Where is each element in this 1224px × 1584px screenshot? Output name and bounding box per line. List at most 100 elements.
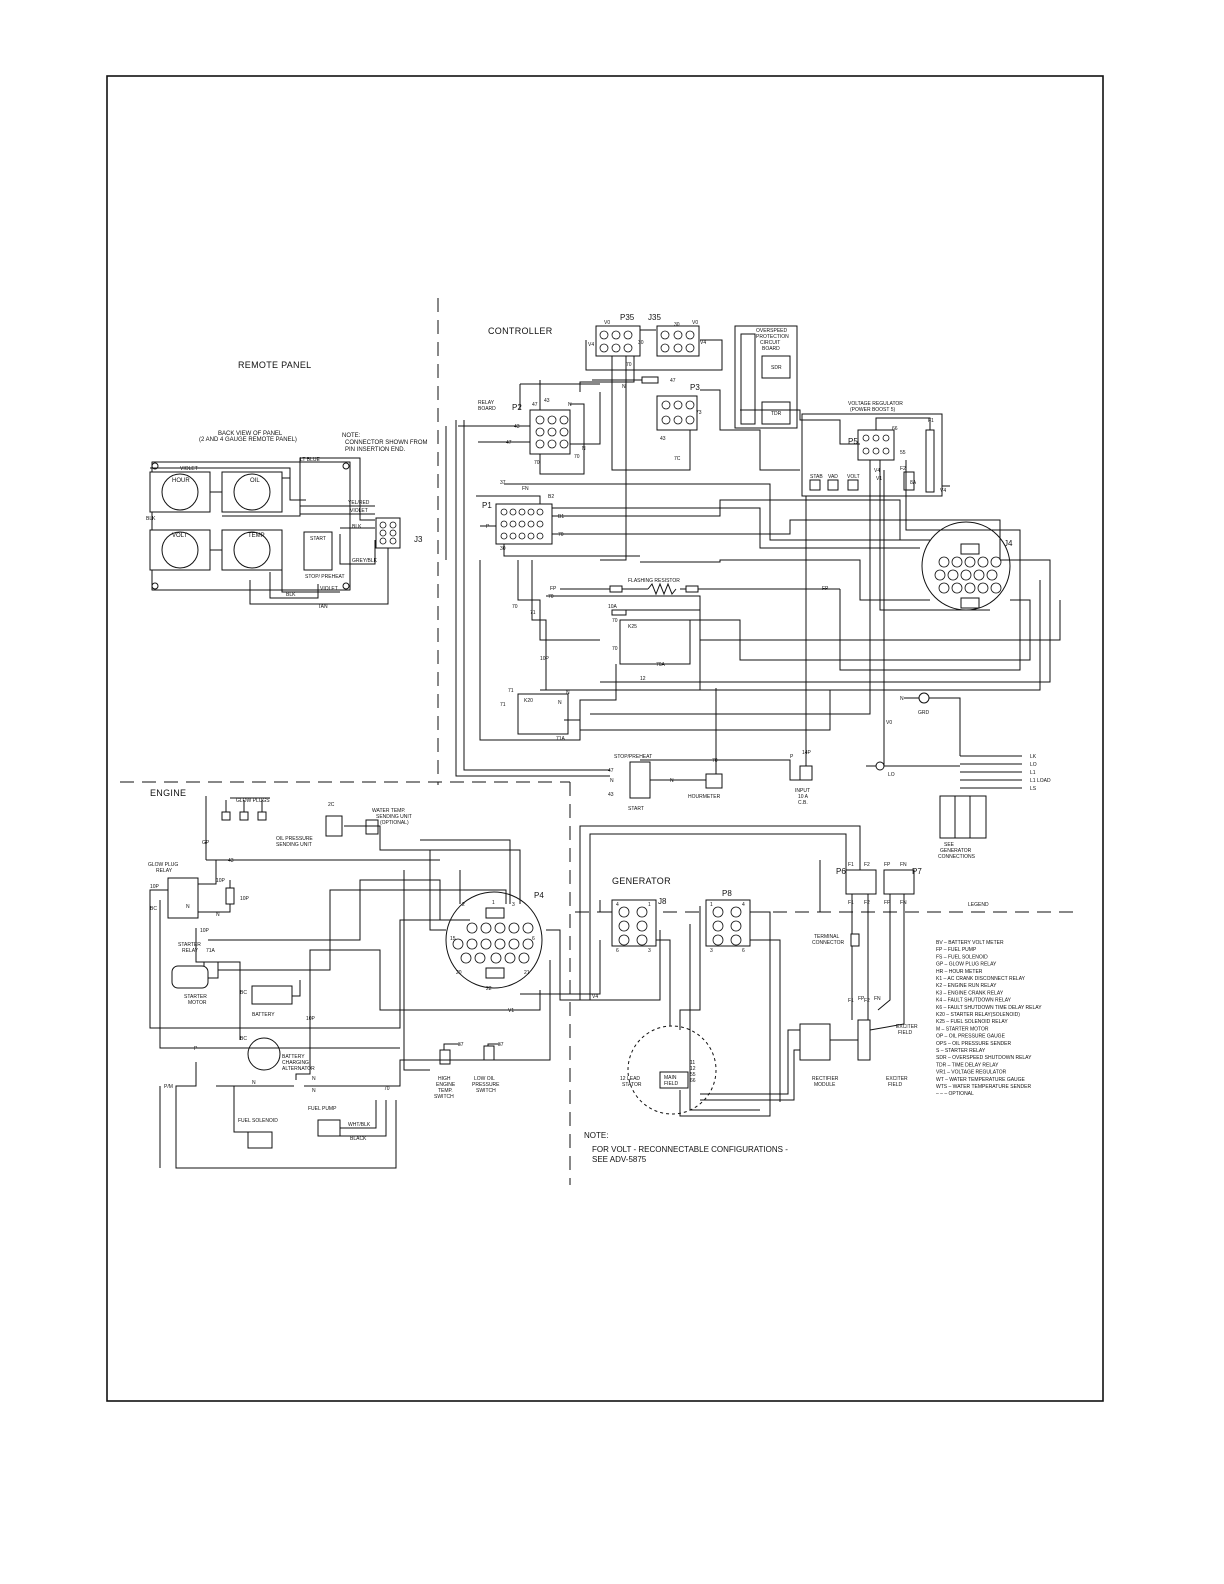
svg-text:(POWER BOOST 5): (POWER BOOST 5): [850, 407, 896, 413]
svg-text:F2: F2: [864, 998, 870, 1004]
svg-text:SEE: SEE: [944, 842, 955, 848]
svg-text:1: 1: [648, 902, 651, 908]
svg-text:55: 55: [690, 1072, 696, 1078]
svg-text:F2: F2: [900, 466, 906, 472]
engine-harness: [149, 825, 661, 1169]
svg-text:4: 4: [742, 902, 745, 908]
p6-connector: P6: [836, 867, 877, 895]
svg-text:GP: GP: [202, 840, 210, 846]
engine-title: ENGINE: [150, 788, 186, 798]
legend-item: BV – BATTERY VOLT METER: [936, 940, 1004, 946]
svg-text:GLOW PLUGS: GLOW PLUGS: [236, 798, 270, 804]
svg-text:WATER TEMP.: WATER TEMP.: [372, 808, 405, 814]
svg-text:V0: V0: [604, 320, 610, 326]
svg-text:SENDING UNIT: SENDING UNIT: [276, 842, 312, 848]
svg-text:1: 1: [710, 902, 713, 908]
svg-text:10 A: 10 A: [798, 794, 809, 800]
svg-text:P4: P4: [534, 891, 544, 900]
svg-text:11: 11: [690, 1060, 695, 1066]
back-view-label: BACK VIEW OF PANEL: [218, 431, 283, 437]
legend-item: HR – HOUR METER: [936, 969, 983, 975]
svg-text:70: 70: [712, 758, 718, 764]
svg-text:BC: BC: [150, 906, 157, 912]
j3-connector: J3: [375, 517, 423, 549]
svg-text:70: 70: [626, 362, 632, 368]
svg-text:LOW OIL: LOW OIL: [474, 1076, 495, 1082]
volt-gauge: VOLT: [149, 529, 211, 571]
svg-text:P5: P5: [848, 437, 858, 446]
lo-lug: LO: [875, 761, 895, 778]
svg-text:GLOW PLUG: GLOW PLUG: [148, 862, 178, 868]
high-temp-switch: HIGH ENGINE TEMP. SWITCH: [434, 1049, 456, 1100]
svg-text:(OPTIONAL): (OPTIONAL): [380, 820, 409, 826]
svg-text:10P: 10P: [240, 896, 250, 902]
svg-text:N: N: [186, 904, 190, 910]
stop-preheat-label: STOP/ PREHEAT: [305, 574, 345, 580]
remote-start-switch: START STOP/ PREHEAT: [303, 531, 345, 580]
svg-text:VOLT: VOLT: [847, 474, 860, 480]
svg-text:STOP/PREHEAT: STOP/PREHEAT: [614, 754, 652, 760]
water-temp-sender: WATER TEMP. SENDING UNIT (OPTIONAL): [365, 808, 412, 835]
fuel-solenoid: FUEL SOLENOID: [238, 1118, 278, 1149]
legend-item: WTS – WATER TEMPERATURE SENDER: [936, 1084, 1031, 1090]
svg-text:TERMINAL: TERMINAL: [814, 934, 840, 940]
svg-text:8A: 8A: [910, 480, 917, 486]
svg-text:43: 43: [514, 424, 520, 430]
svg-text:HIGH: HIGH: [438, 1076, 451, 1082]
svg-text:P7: P7: [912, 867, 922, 876]
svg-text:PROTECTION: PROTECTION: [756, 334, 789, 340]
svg-text:FLASHING RESISTOR: FLASHING RESISTOR: [628, 578, 680, 584]
svg-text:YEL/RED: YEL/RED: [348, 500, 370, 506]
svg-text:V0: V0: [886, 720, 892, 726]
svg-text:37: 37: [498, 1042, 504, 1048]
svg-text:43: 43: [544, 398, 550, 404]
svg-text:N: N: [622, 384, 626, 390]
p4-connector: P4: [445, 891, 544, 989]
legend-item: OP – OIL PRESSURE GAUGE: [936, 1034, 1006, 1040]
generator-wire-labels: F1 F2 FP FN F1 F2 FP FN F1 F2 FN FP 4 1 …: [616, 862, 907, 1084]
svg-text:12 LEAD: 12 LEAD: [620, 1076, 640, 1082]
svg-text:LS: LS: [1030, 786, 1037, 792]
hour-gauge: HOUR: [149, 471, 211, 513]
svg-text:71: 71: [508, 688, 514, 694]
svg-text:V4: V4: [874, 468, 880, 474]
svg-text:VAD: VAD: [828, 474, 838, 480]
svg-text:HOURMETER: HOURMETER: [688, 794, 721, 800]
svg-text:10A: 10A: [608, 604, 618, 610]
legend-item: S – STARTER RELAY: [936, 1048, 986, 1054]
svg-text:C.B.: C.B.: [798, 800, 808, 806]
svg-text:FN: FN: [900, 900, 907, 906]
svg-text:STATOR: STATOR: [622, 1082, 642, 1088]
svg-text:3: 3: [648, 948, 651, 954]
svg-text:SWITCH: SWITCH: [476, 1088, 496, 1094]
generator-harness: [579, 825, 905, 1117]
svg-text:1: 1: [492, 900, 495, 906]
svg-text:70: 70: [612, 646, 618, 652]
note-title: NOTE:: [584, 1131, 608, 1140]
svg-text:V4: V4: [940, 488, 946, 494]
svg-text:70: 70: [574, 454, 580, 460]
generator-title: GENERATOR: [612, 876, 671, 886]
svg-text:70: 70: [512, 604, 518, 610]
svg-text:F1: F1: [848, 900, 854, 906]
svg-text:43: 43: [228, 858, 234, 864]
svg-text:2C: 2C: [328, 802, 335, 808]
svg-text:F2: F2: [864, 900, 870, 906]
svg-text:P: P: [194, 1046, 198, 1052]
controller-harness: [445, 329, 1061, 781]
svg-text:EXCITER: EXCITER: [886, 1076, 908, 1082]
terminal-connector: TERMINAL CONNECTOR: [812, 933, 860, 947]
hourmeter: HOURMETER: [688, 773, 723, 800]
svg-text:3: 3: [710, 948, 713, 954]
svg-text:TDR: TDR: [771, 411, 782, 417]
battery: BATTERY BC: [240, 985, 293, 1018]
svg-text:CONNECTOR: CONNECTOR: [812, 940, 845, 946]
svg-text:FIELD: FIELD: [898, 1030, 913, 1036]
svg-text:P2: P2: [512, 403, 522, 412]
section-dividers: [120, 298, 1080, 1185]
svg-text:10P: 10P: [216, 878, 226, 884]
legend-item: SDR – OVERSPEED SHUTDOWN RELAY: [936, 1055, 1032, 1061]
svg-text:P6: P6: [836, 867, 846, 876]
legend-item: GP – GLOW PLUG RELAY: [936, 962, 997, 968]
